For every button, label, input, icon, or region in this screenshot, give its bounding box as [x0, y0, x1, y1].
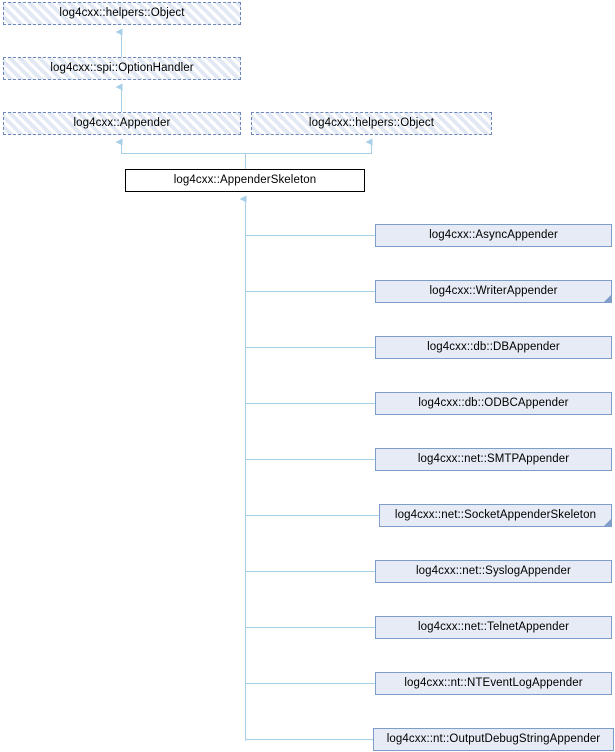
class-node-db-odbcappender[interactable]: log4cxx::db::ODBCAppender [375, 392, 612, 415]
class-node-asyncappender[interactable]: log4cxx::AsyncAppender [375, 224, 612, 247]
edge-skeleton-to-appender [115, 138, 247, 169]
class-node-label: log4cxx::helpers::Object [308, 116, 435, 129]
class-node-label: log4cxx::spi::OptionHandler [50, 61, 194, 74]
class-node-spi-optionhandler[interactable]: log4cxx::spi::OptionHandler [3, 57, 241, 80]
class-node-db-dbappender[interactable]: log4cxx::db::DBAppender [375, 336, 612, 359]
class-node-label: log4cxx::AsyncAppender [429, 228, 558, 241]
class-node-label: log4cxx::net::SocketAppenderSkeleton [394, 508, 597, 521]
class-node-net-syslogappender[interactable]: log4cxx::net::SyslogAppender [375, 560, 612, 583]
class-node-net-telnetappender[interactable]: log4cxx::net::TelnetAppender [375, 616, 612, 639]
class-node-label: log4cxx::net::SMTPAppender [417, 452, 570, 465]
class-node-label: log4cxx::net::TelnetAppender [417, 620, 570, 633]
has-subclasses-marker-icon [603, 518, 612, 527]
class-node-label: log4cxx::helpers::Object [59, 6, 185, 19]
class-node-label: log4cxx::db::ODBCAppender [418, 396, 569, 409]
class-node-nt-outputdebugstringappender[interactable]: log4cxx::nt::OutputDebugStringAppender [373, 728, 614, 751]
class-node-label: log4cxx::nt::NTEventLogAppender [404, 676, 583, 689]
class-node-helpers-object-right[interactable]: log4cxx::helpers::Object [251, 112, 492, 135]
class-node-label: log4cxx::Appender [73, 116, 171, 129]
class-node-appender[interactable]: log4cxx::Appender [3, 112, 241, 135]
class-node-label: log4cxx::WriterAppender [429, 284, 558, 297]
edge-skeleton-to-object [245, 138, 373, 155]
class-node-label: log4cxx::nt::OutputDebugStringAppender [386, 732, 601, 745]
class-node-helpers-object-top[interactable]: log4cxx::helpers::Object [3, 2, 241, 25]
class-node-nt-nteventlogappender[interactable]: log4cxx::nt::NTEventLogAppender [375, 672, 612, 695]
class-node-appenderskeleton[interactable]: log4cxx::AppenderSkeleton [125, 169, 365, 192]
class-node-label: log4cxx::db::DBAppender [427, 340, 560, 353]
class-node-net-smtpappender[interactable]: log4cxx::net::SMTPAppender [375, 448, 612, 471]
has-subclasses-marker-icon [603, 294, 612, 303]
class-node-label: log4cxx::AppenderSkeleton [173, 173, 317, 186]
class-node-net-socketappenderskeleton[interactable]: log4cxx::net::SocketAppenderSkeleton [379, 504, 612, 527]
class-node-writerappender[interactable]: log4cxx::WriterAppender [375, 280, 612, 303]
class-node-label: log4cxx::net::SyslogAppender [416, 564, 571, 577]
